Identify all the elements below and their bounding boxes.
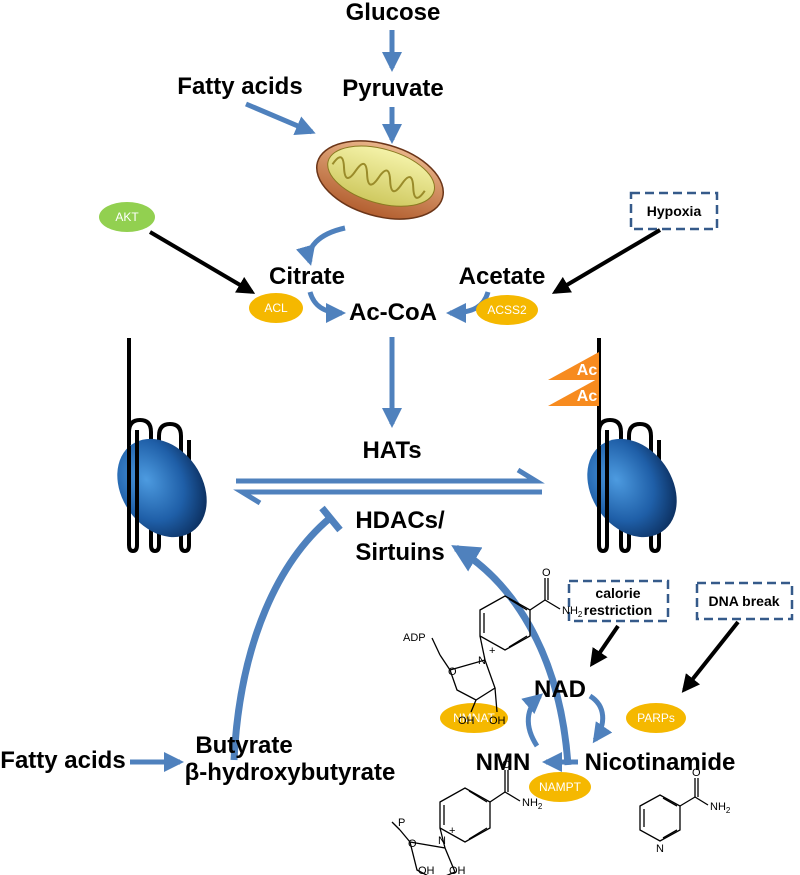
nmnat-enzyme: NMNAT <box>440 703 508 733</box>
nmn-p-label: P <box>398 817 405 829</box>
nad-o-label: O <box>542 567 551 579</box>
acetylation-forward-arrow <box>236 467 545 484</box>
nad-structure-icon <box>431 578 561 713</box>
acetate-label: Acetate <box>459 263 546 290</box>
acetyl-flag-2: Ac <box>548 378 599 406</box>
nad-plus-label: + <box>489 645 495 657</box>
mitochondrion-icon <box>315 140 445 220</box>
akt-enzyme: AKT <box>99 202 155 232</box>
ac-coa-label: Ac-CoA <box>349 299 437 326</box>
calorie-restriction-line1: calorie <box>595 585 640 601</box>
fatty-acids-top-label: Fatty acids <box>177 73 302 100</box>
nad-to-nicotinamide-arrow <box>588 693 613 744</box>
nicotinamide-o-label: O <box>692 767 701 779</box>
acetyl-flag-1-label: Ac <box>577 362 598 379</box>
nmn-o-label: O <box>502 759 511 771</box>
glucose-label: Glucose <box>346 0 441 26</box>
fatty-acids-to-mitochondrion-arrow <box>245 101 316 135</box>
deacetylation-reverse-arrow <box>233 489 542 506</box>
dna-break-arrow <box>681 620 740 693</box>
acetyl-flag-1: Ac <box>548 352 599 380</box>
parps-label: PARPs <box>637 711 675 725</box>
nmn-label: NMN <box>476 749 531 776</box>
calorie-restriction-box: calorie restriction <box>567 579 670 623</box>
nicotinamide-structure-icon <box>639 778 709 842</box>
citrate-label: Citrate <box>269 263 345 290</box>
nicotinamide-label: Nicotinamide <box>585 749 736 776</box>
nad-n-label: N <box>478 655 486 667</box>
nmn-oh-right-label: OH <box>449 865 466 875</box>
nad-adp-label: ADP <box>403 632 426 644</box>
mitochondrion-to-citrate-arrow <box>296 225 346 266</box>
nmn-ring-o-label: O <box>408 838 417 850</box>
nad-label: NAD <box>534 676 586 703</box>
calorie-restriction-line2: restriction <box>584 602 652 618</box>
butyrate-inhibition-bar <box>319 505 343 533</box>
nad-ring-o-label: O <box>448 666 457 678</box>
calorie-restriction-arrow <box>589 624 620 667</box>
nicotinamide-nh2-label: NH2 <box>710 801 731 815</box>
hypoxia-box: Hypoxia <box>629 191 719 231</box>
parps-enzyme: PARPs <box>626 703 686 733</box>
fatty-acids-bottom-label: Fatty acids <box>0 747 125 774</box>
hypoxia-label: Hypoxia <box>647 203 702 219</box>
acss2-label: ACSS2 <box>487 303 527 317</box>
nicotinamide-n-label: N <box>656 843 664 855</box>
nad-oh-right-label: OH <box>489 715 506 727</box>
akt-label: AKT <box>115 210 139 224</box>
nmn-plus-label: + <box>449 825 455 837</box>
akt-activation-arrow <box>148 230 256 294</box>
nampt-enzyme: NAMPT <box>529 772 591 802</box>
hdacs-label-line1: HDACs/ <box>355 507 445 534</box>
beta-hydroxybutyrate-label: β-hydroxybutyrate <box>185 759 396 786</box>
citrate-to-ac-coa-arrow <box>307 291 346 323</box>
acss2-enzyme: ACSS2 <box>476 295 538 325</box>
dna-break-box: DNA break <box>695 581 794 621</box>
nad-oh-left-label: OH <box>458 715 475 727</box>
nampt-label: NAMPT <box>539 780 582 794</box>
nmn-nh2-label: NH2 <box>522 797 543 811</box>
nmn-oh-left-label: OH <box>418 865 435 875</box>
hats-label: HATs <box>362 437 421 464</box>
nmn-structure-icon <box>391 770 521 875</box>
butyrate-label: Butyrate <box>195 732 292 759</box>
acetyl-flag-2-label: Ac <box>577 388 598 405</box>
dna-break-label: DNA break <box>708 593 779 609</box>
nmn-n-label: N <box>438 835 446 847</box>
pyruvate-label: Pyruvate <box>342 75 443 102</box>
acl-enzyme: ACL <box>249 293 303 323</box>
nad-nh2-label: NH2 <box>562 605 583 619</box>
hypoxia-activation-arrow <box>551 228 662 294</box>
hdacs-label-line2: Sirtuins <box>355 539 444 566</box>
nucleosome-deacetylated-icon <box>117 338 207 554</box>
acl-label: ACL <box>264 301 288 315</box>
nmnat-label: NMNAT <box>453 711 495 725</box>
butyrate-inhibits-hdacs-line <box>230 515 333 761</box>
nmn-to-nad-arrow <box>521 693 544 748</box>
nad-activates-sirtuins-arrow <box>451 544 572 766</box>
